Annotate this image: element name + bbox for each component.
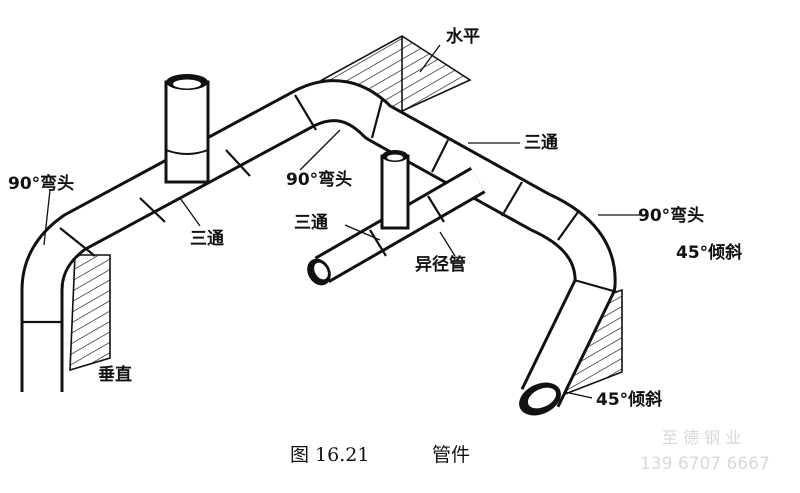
label-reducer: 异径管 <box>415 255 466 275</box>
label-vertical: 垂直 <box>98 365 132 385</box>
label-slope-bottom: 45°倾斜 <box>596 390 663 410</box>
figure-number: 图 16.21 <box>290 444 370 466</box>
reducer-branch <box>307 150 486 286</box>
watermark-company: 至 德 钢 业 <box>662 428 742 447</box>
joint-lines <box>21 94 618 324</box>
label-elbow-left: 90°弯头 <box>8 174 75 194</box>
label-tee-upper-right: 三通 <box>524 133 558 153</box>
leader-lines <box>43 44 640 399</box>
label-horizontal: 水平 <box>446 27 480 47</box>
pipe-end-bottom-right <box>519 382 561 416</box>
label-elbow-mid: 90°弯头 <box>286 170 353 190</box>
watermark-phone: 139 6707 6667 <box>640 454 770 474</box>
label-elbow-right: 90°弯头 <box>638 206 705 226</box>
vertical-reference-plane <box>69 254 111 372</box>
label-tee-left: 三通 <box>190 229 224 249</box>
label-tee-small: 三通 <box>294 213 328 233</box>
label-slope-right: 45°倾斜 <box>676 243 743 263</box>
tee-left-branch <box>164 74 210 184</box>
figure-title: 管件 <box>432 444 471 466</box>
main-pipe-run <box>20 79 617 408</box>
